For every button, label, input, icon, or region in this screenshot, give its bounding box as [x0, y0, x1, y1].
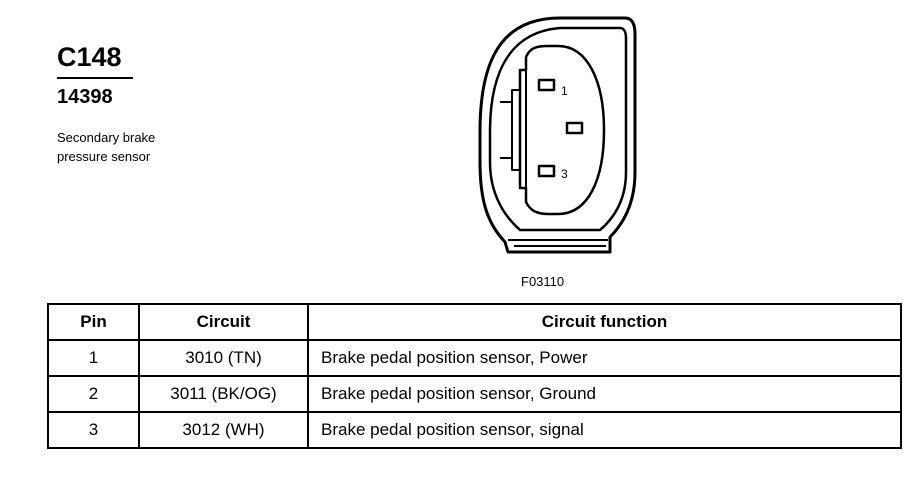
cell-circuit: 3010 (TN): [138, 339, 309, 377]
connector-face-diagram: 1 3: [478, 16, 637, 254]
cell-circuit-function: Brake pedal position sensor, Ground: [307, 375, 902, 413]
terminal-1: [537, 78, 556, 92]
part-number: 14398: [57, 86, 113, 108]
connector-header: C148 14398 Secondary brake pressure sens…: [57, 44, 197, 166]
header-circuit-function: Circuit function: [307, 303, 902, 341]
header-circuit: Circuit: [138, 303, 309, 341]
table-row: 2 3011 (BK/OG) Brake pedal position sens…: [47, 375, 902, 413]
description-line-1: Secondary brake: [57, 130, 156, 145]
connector-id: C148: [57, 44, 133, 79]
terminal-2: [565, 121, 584, 135]
figure-id: F03110: [521, 274, 565, 289]
housing-inner-ring: [488, 26, 628, 232]
cell-circuit-function: Brake pedal position sensor, Power: [307, 339, 902, 377]
header-pin: Pin: [47, 303, 140, 341]
key-slot: [511, 70, 527, 188]
description-line-2: pressure sensor: [57, 149, 151, 164]
cell-circuit-function: Brake pedal position sensor, signal: [307, 411, 902, 449]
latch-lines: [508, 239, 608, 247]
table-row: 3 3012 (WH) Brake pedal position sensor,…: [47, 411, 902, 449]
pinout-table: Pin Circuit Circuit function 1 3010 (TN)…: [47, 303, 902, 449]
cell-circuit: 3011 (BK/OG): [138, 375, 309, 413]
terminal-3: [537, 164, 556, 178]
pin-1-label: 1: [561, 84, 568, 98]
mating-face: [518, 44, 606, 216]
pin-3-label: 3: [561, 167, 568, 181]
table-header-row: Pin Circuit Circuit function: [47, 303, 902, 341]
housing-outline: [478, 16, 637, 254]
connector-description: Secondary brake pressure sensor: [57, 128, 197, 166]
cell-circuit: 3012 (WH): [138, 411, 309, 449]
cell-pin: 3: [47, 411, 140, 449]
table-row: 1 3010 (TN) Brake pedal position sensor,…: [47, 339, 902, 377]
cell-pin: 1: [47, 339, 140, 377]
cell-pin: 2: [47, 375, 140, 413]
